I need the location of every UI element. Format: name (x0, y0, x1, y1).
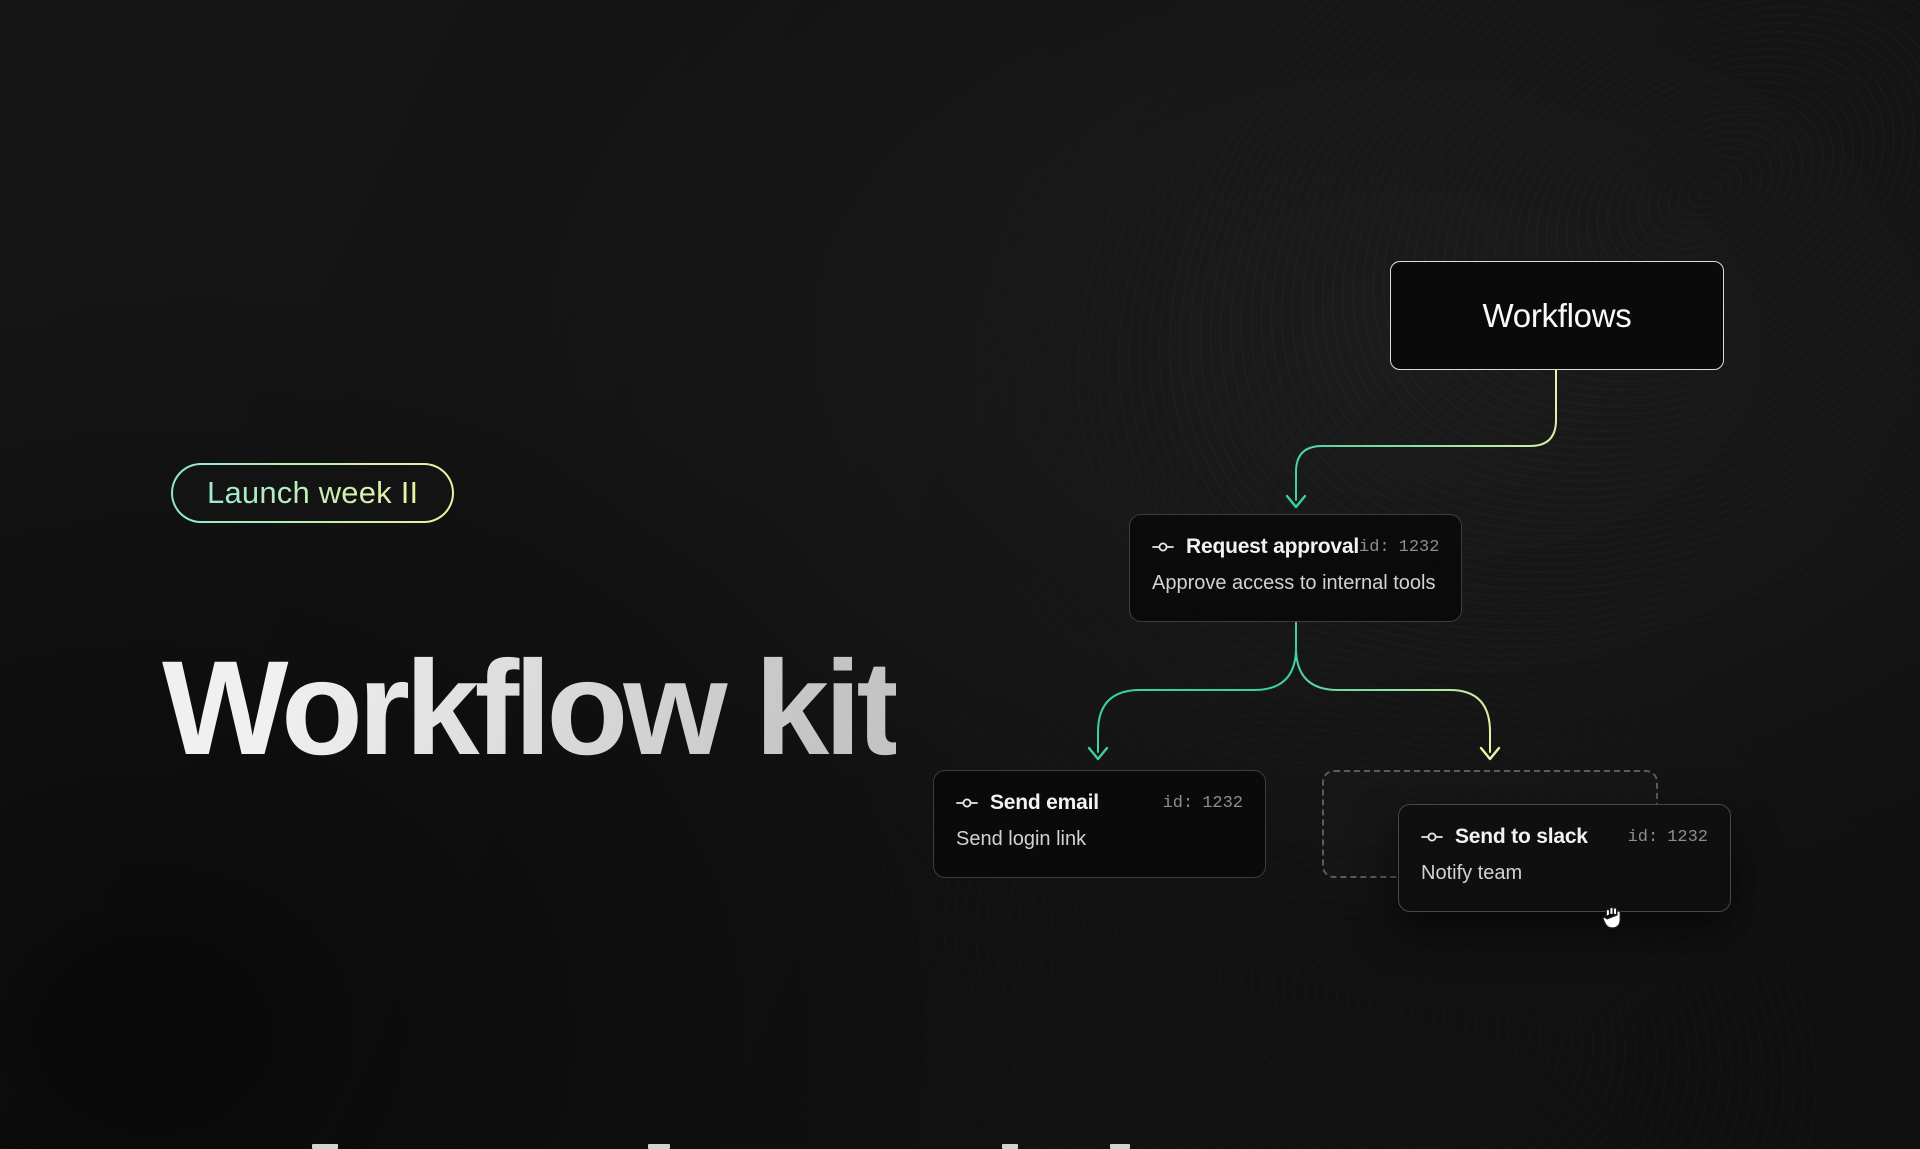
node-id-value: 1232 (1398, 537, 1440, 557)
workflow-step-icon (1152, 536, 1174, 558)
node-id-badge: id: 1232 (1163, 794, 1243, 813)
arrowhead-send-to-slack (1479, 746, 1501, 761)
background-swirl-pattern (246, 23, 1920, 1149)
cropped-text-top (648, 1144, 670, 1149)
node-description: Approve access to internal tools (1152, 572, 1436, 594)
workflow-step-icon (956, 792, 978, 814)
node-send-to-slack[interactable]: Send to slack id: 1232 Notify team (1398, 804, 1731, 912)
cropped-text-top (1002, 1144, 1018, 1149)
node-id-value: 1232 (1202, 793, 1243, 813)
node-id-label: id: (1627, 827, 1659, 847)
arrowhead-request-approval (1285, 494, 1307, 509)
node-description: Notify team (1421, 862, 1523, 884)
cropped-text-top (312, 1144, 338, 1149)
node-header: Request approval id: 1232 (1152, 535, 1439, 559)
workflows-root-label: Workflows (1482, 296, 1632, 334)
launch-week-badge-label: Launch week II (207, 475, 419, 510)
grab-hand-cursor (1594, 898, 1632, 936)
node-request-approval[interactable]: Request approval id: 1232 Approve access… (1129, 514, 1462, 622)
connector-workflows-to-request-approval (1295, 369, 1557, 501)
node-description: Send login link (956, 828, 1087, 850)
node-header: Send email id: 1232 (956, 791, 1243, 815)
node-id-label: id: (1359, 537, 1390, 557)
node-id-badge: id: 1232 (1359, 538, 1439, 557)
workflow-step-icon (1421, 826, 1443, 848)
connector-request-approval-to-send-email (1097, 621, 1297, 753)
node-header: Send to slack id: 1232 (1421, 825, 1708, 849)
node-id-badge: id: 1232 (1628, 828, 1708, 847)
cropped-text-top (1110, 1144, 1130, 1149)
node-title: Send to slack (1455, 825, 1588, 848)
node-title: Request approval (1186, 535, 1360, 558)
node-id-value: 1232 (1667, 827, 1708, 847)
page-title: Workflow kit (162, 633, 901, 783)
launch-week-badge: Launch week II (171, 463, 454, 523)
workflows-root-node[interactable]: Workflows (1390, 261, 1724, 370)
arrowhead-send-email (1087, 746, 1109, 761)
node-send-email[interactable]: Send email id: 1232 Send login link (933, 770, 1266, 878)
node-id-label: id: (1162, 793, 1194, 813)
connector-request-approval-to-send-to-slack (1295, 647, 1491, 753)
node-title: Send email (990, 791, 1099, 814)
